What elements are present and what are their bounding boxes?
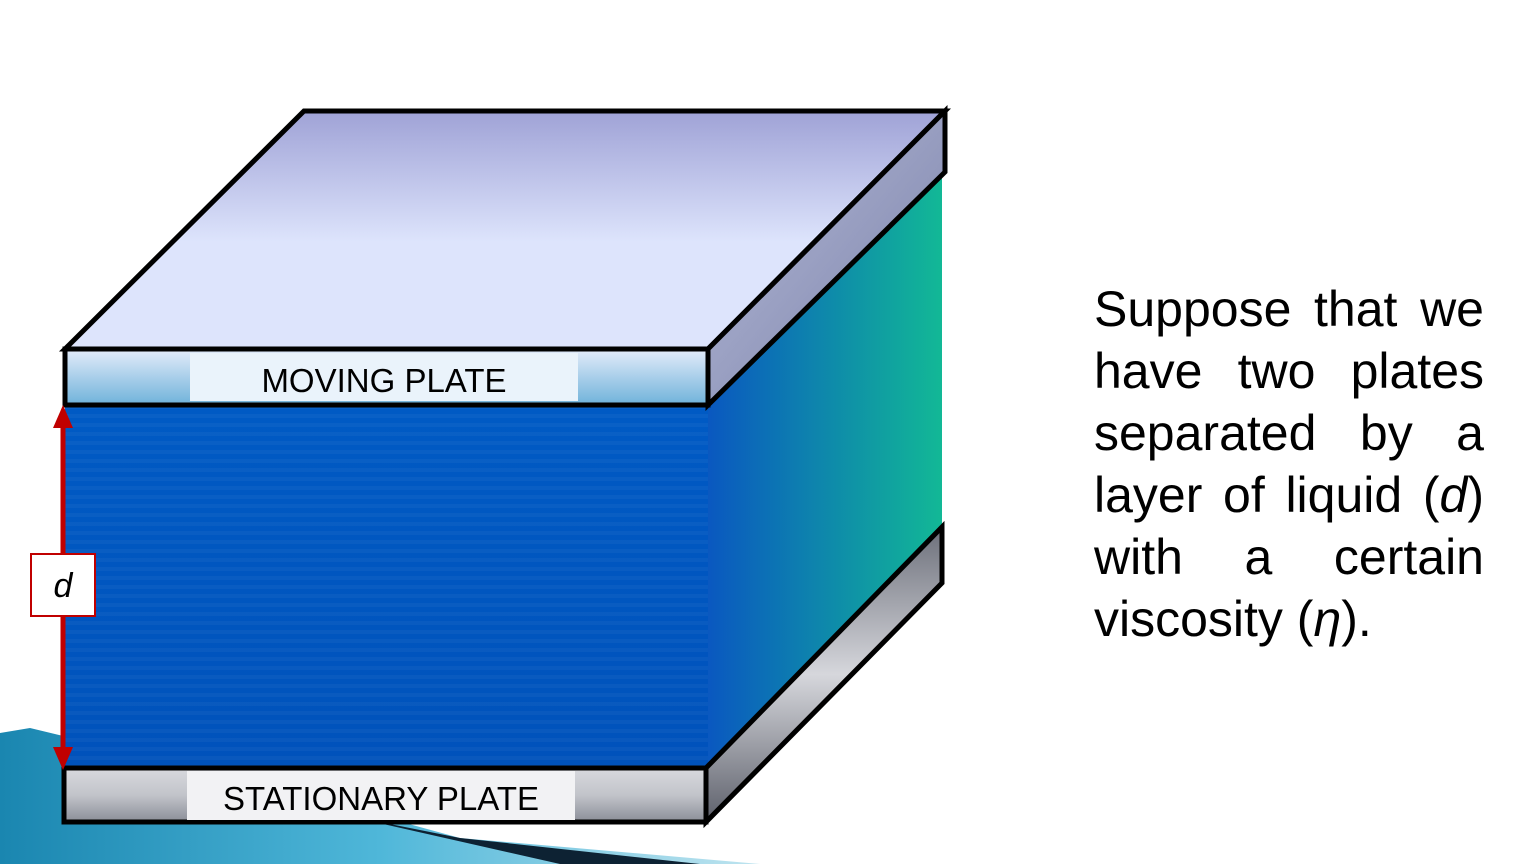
gap-label-box <box>30 553 96 617</box>
stationary-plate-label: STATIONARY PLATE <box>223 780 539 817</box>
gap-arrow-head-bottom <box>53 747 73 770</box>
gap-label: d <box>54 567 74 605</box>
description-text: Suppose that we have two plates separate… <box>1094 281 1484 647</box>
stationary-plate-label-box <box>187 771 575 820</box>
gap-arrow-head-top <box>53 405 73 428</box>
var-eta: η <box>1313 591 1342 647</box>
corner-swoosh <box>0 728 760 864</box>
var-d: d <box>1439 467 1468 523</box>
corner-swoosh-shadow <box>330 812 700 864</box>
liquid-side-face <box>708 172 942 766</box>
moving-plate-label-box <box>190 353 578 401</box>
moving-plate-label: MOVING PLATE <box>261 362 506 399</box>
